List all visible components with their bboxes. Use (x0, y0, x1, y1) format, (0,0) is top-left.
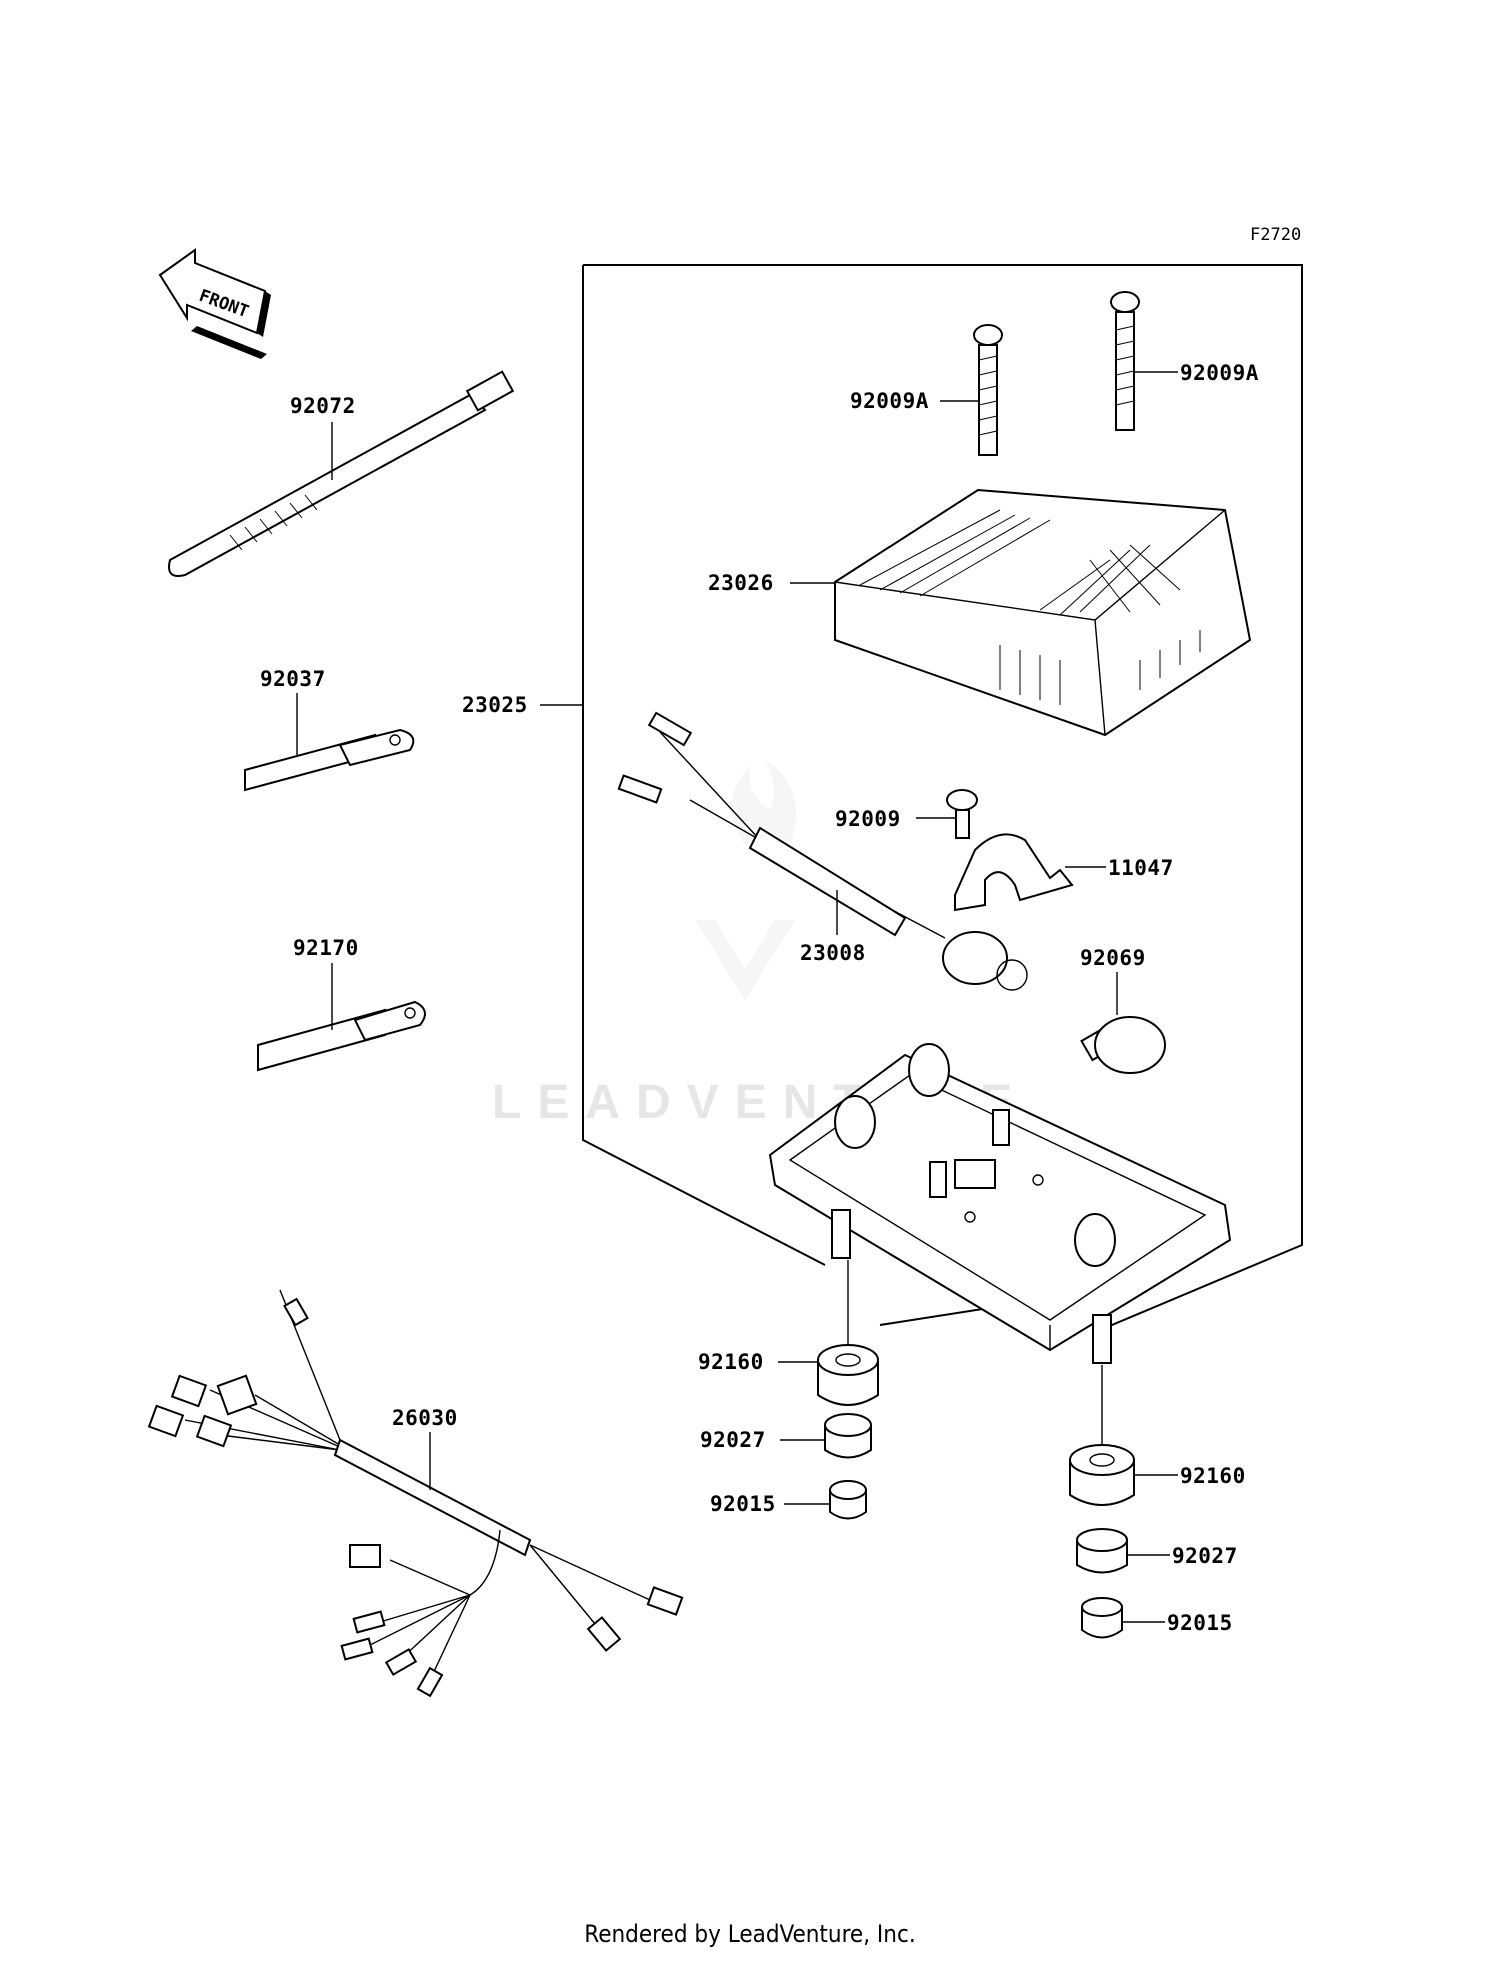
nut-92015-left (829, 1480, 867, 1520)
label-26030: 26030 (392, 1406, 458, 1430)
cable-tie-92072 (168, 370, 515, 577)
wire-harness-23008 (617, 711, 1028, 991)
label-92160-right: 92160 (1180, 1464, 1246, 1488)
label-92160-left: 92160 (698, 1350, 764, 1374)
screw-92009 (946, 789, 978, 839)
wiring-harness-26030 (147, 1289, 684, 1698)
label-92009A-left: 92009A (850, 389, 929, 413)
label-92015-left: 92015 (710, 1492, 776, 1516)
label-11047: 11047 (1108, 856, 1174, 880)
footer-credit: Rendered by LeadVenture, Inc. (584, 1920, 916, 1948)
screw-92009A-left (973, 324, 1003, 456)
grommet-92160-right (1069, 1444, 1135, 1506)
collar-92027-right (1076, 1528, 1128, 1574)
label-tag-92037 (244, 728, 415, 792)
nut-92015-right (1081, 1597, 1123, 1639)
label-92009: 92009 (835, 807, 901, 831)
clamp-11047 (954, 833, 1074, 912)
label-92009A-right: 92009A (1180, 361, 1259, 385)
screw-92009A-right (1110, 291, 1140, 431)
label-92072: 92072 (290, 394, 356, 418)
label-23025: 23025 (462, 693, 528, 717)
label-tag-92170 (257, 1000, 426, 1072)
label-92027-left: 92027 (700, 1428, 766, 1452)
grommet-92160-left (817, 1344, 879, 1406)
label-92027-right: 92027 (1172, 1544, 1238, 1568)
collar-92027-left (824, 1413, 872, 1459)
label-92015-right: 92015 (1167, 1611, 1233, 1635)
label-92170: 92170 (293, 936, 359, 960)
label-92069: 92069 (1080, 946, 1146, 970)
watermark-logo (695, 760, 797, 1000)
label-23008: 23008 (800, 941, 866, 965)
lens-23026 (834, 488, 1252, 737)
front-arrow-icon: FRONT (158, 248, 271, 359)
label-92037: 92037 (260, 667, 326, 691)
label-23026: 23026 (708, 571, 774, 595)
bulb-92069 (1080, 1016, 1166, 1074)
diagram-ref-code: F2720 (1250, 225, 1301, 245)
lamp-housing (768, 1043, 1232, 1364)
